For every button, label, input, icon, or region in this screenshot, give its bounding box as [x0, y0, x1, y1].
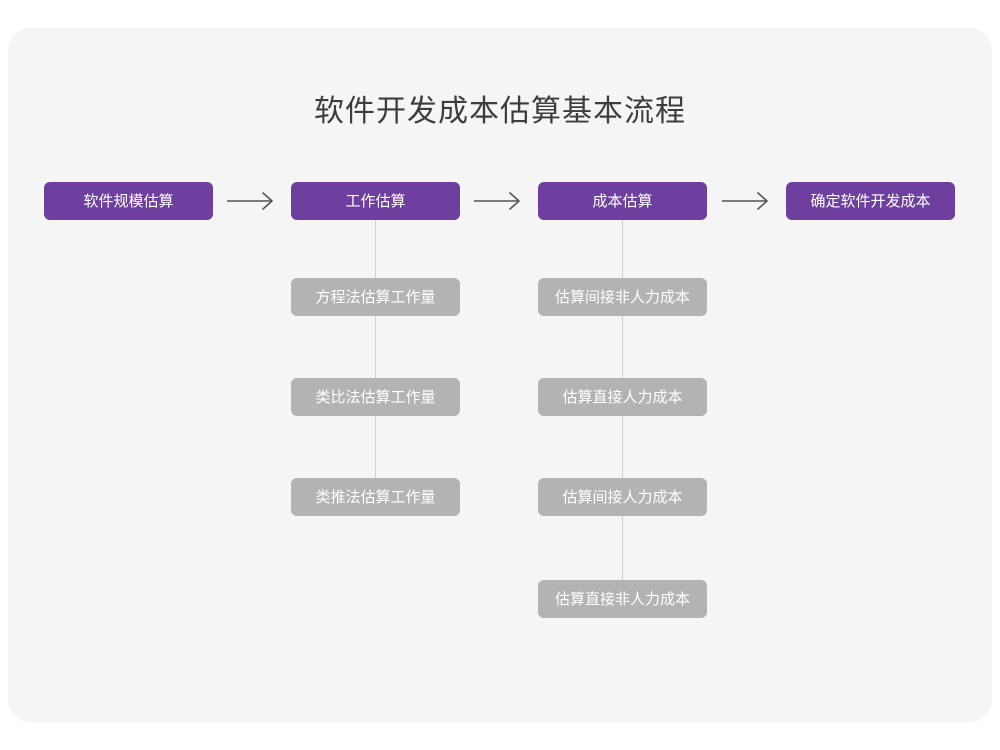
- effort-method-label: 类比法估算工作量: [315, 388, 436, 406]
- connector-cost-3: [622, 516, 623, 580]
- connector-cost-2: [622, 416, 623, 478]
- stage-box-effort-estimation[interactable]: 工作估算: [291, 182, 460, 220]
- effort-method-box-equation[interactable]: 方程法估算工作量: [291, 278, 460, 316]
- cost-item-label: 估算直接人力成本: [562, 388, 683, 406]
- connector-cost-0: [622, 220, 623, 278]
- connector-effort-0: [375, 220, 376, 278]
- stage-box-determine-development-cost[interactable]: 确定软件开发成本: [786, 182, 955, 220]
- diagram-card: [8, 28, 992, 722]
- cost-item-label: 估算直接非人力成本: [554, 590, 690, 608]
- arrow-stage-1-to-2: [225, 188, 281, 214]
- arrow-stage-2-to-3: [472, 188, 528, 214]
- arrow-stage-3-to-4: [720, 188, 776, 214]
- connector-effort-2: [375, 416, 376, 478]
- stage-box-cost-estimation[interactable]: 成本估算: [538, 182, 707, 220]
- cost-item-label: 估算间接人力成本: [562, 488, 683, 506]
- cost-item-box-direct-labor[interactable]: 估算直接人力成本: [538, 378, 707, 416]
- stage-box-software-scale-estimation[interactable]: 软件规模估算: [44, 182, 213, 220]
- effort-method-label: 方程法估算工作量: [315, 288, 436, 306]
- connector-effort-1: [375, 316, 376, 378]
- cost-item-label: 估算间接非人力成本: [554, 288, 690, 306]
- effort-method-label: 类推法估算工作量: [315, 488, 436, 506]
- effort-method-box-extrapolation[interactable]: 类推法估算工作量: [291, 478, 460, 516]
- stage-label: 工作估算: [345, 192, 406, 210]
- stage-label: 成本估算: [592, 192, 653, 210]
- cost-item-box-indirect-labor[interactable]: 估算间接人力成本: [538, 478, 707, 516]
- connector-cost-1: [622, 316, 623, 378]
- stage-label: 确定软件开发成本: [810, 192, 931, 210]
- page-title: 软件开发成本估算基本流程: [314, 95, 686, 128]
- effort-method-box-analogy[interactable]: 类比法估算工作量: [291, 378, 460, 416]
- cost-item-box-indirect-nonlabor[interactable]: 估算间接非人力成本: [538, 278, 707, 316]
- stage-label: 软件规模估算: [83, 192, 174, 210]
- cost-item-box-direct-nonlabor[interactable]: 估算直接非人力成本: [538, 580, 707, 618]
